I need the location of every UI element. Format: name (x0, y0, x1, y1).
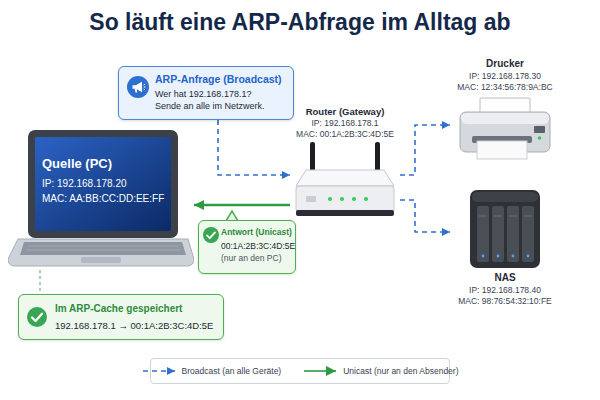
node-text: IP: 192.168.178.1 (290, 118, 400, 128)
connector (39, 270, 40, 294)
nas-device: NASIP: 192.168.178.40MAC: 98:76:54:32:10… (450, 186, 560, 310)
router-front (296, 186, 394, 212)
icon-circle (127, 76, 149, 98)
drive-bay (507, 206, 519, 262)
node-heading: ARP-Anfrage (Broadcast) (155, 73, 282, 86)
diagram-title: So läuft eine ARP-Abfrage im Alltag ab (0, 9, 600, 36)
icon-circle (27, 307, 47, 327)
port (306, 196, 316, 202)
status-led (538, 136, 542, 140)
connector (194, 204, 290, 206)
keyboard (20, 242, 186, 255)
drive-led (512, 255, 515, 258)
node-text: IP: 192.168.178.30 (450, 71, 560, 81)
node-heading: NAS (450, 272, 560, 284)
connector (400, 125, 450, 175)
node-text: MAC: 98:76:54:32:10:FE (450, 296, 560, 306)
router-top (296, 170, 394, 186)
drive-bay (477, 206, 489, 262)
megaphone-icon (127, 76, 149, 98)
node-text: (nur an den PC) (221, 253, 281, 263)
keyboard-rows (26, 246, 180, 250)
router-base (296, 210, 394, 216)
icon-circle (203, 227, 219, 243)
legend-line (143, 370, 175, 372)
node-text: IP: 192.168.178.20 (42, 178, 127, 190)
screen-bezel (28, 130, 178, 238)
legend-item: Unicast (nur an den Absender) (303, 366, 458, 376)
router-device: Router (Gateway)IP: 192.168.178.1MAC: 00… (290, 106, 400, 224)
check-mark (207, 232, 215, 238)
node-text: IP: 192.168.178.40 (450, 285, 560, 295)
connector (400, 200, 450, 232)
megaphone-shape (133, 82, 143, 92)
request-callout: ARP-Anfrage (Broadcast) Wer hat 192.168.1… (118, 66, 294, 120)
legend-line (304, 370, 336, 372)
drive-led (497, 255, 500, 258)
screen (35, 137, 171, 231)
drive-led (482, 255, 485, 258)
source-pc: Quelle (PC) IP: 192.168.178.20MAC: AA:BB:… (8, 128, 194, 270)
connector (218, 120, 290, 175)
control-panel (534, 126, 545, 133)
laptop-base (8, 239, 194, 266)
printer-top (461, 113, 549, 124)
node-heading: Quelle (PC) (42, 156, 112, 172)
megaphone-handle (135, 89, 138, 93)
node-heading: Im ARP-Cache gespeichert (55, 303, 182, 315)
paper-out (477, 141, 527, 159)
legend-line-sample (142, 366, 176, 376)
nas-top (472, 192, 538, 202)
node-heading: Drucker (450, 58, 560, 70)
node-text: Sende an alle im Netzwerk. (155, 101, 265, 112)
legend-text: Broadcast (an alle Geräte) (182, 366, 282, 376)
node-text: Wer hat 192.168.178.1? (155, 89, 251, 100)
check-icon (203, 227, 219, 243)
node-text: 192.168.178.1 → 00:1A:2B:3C:4D:5E (55, 320, 213, 331)
touchpad (81, 257, 121, 263)
node-text: 00:1A:2B:3C:4D:5E (221, 241, 295, 251)
sound-lines (144, 84, 146, 90)
status-led (364, 197, 368, 201)
bay-handles (479, 216, 532, 217)
legend-item: Broadcast (an alle Geräte) (142, 366, 282, 376)
drive-led (527, 255, 530, 258)
reply-callout: Antwort (Unicast) 00:1A:2B:3C:4D:5E (nur a… (198, 220, 296, 274)
legend-line-sample (303, 366, 337, 376)
status-led (328, 197, 332, 201)
drive-bay (492, 206, 504, 262)
status-led (340, 197, 344, 201)
node-text: MAC: AA:BB:CC:DD:EE:FF (42, 193, 164, 205)
node-text: MAC: 00:1A:2B:3C:4D:5E (290, 129, 400, 139)
nas-case (470, 190, 540, 268)
printer-device: DruckerIP: 192.168.178.30MAC: 12:34:56:7… (450, 58, 560, 164)
drive-bay (522, 206, 534, 262)
legend-box: Broadcast (an alle Geräte)Unicast (nur a… (150, 358, 450, 384)
status-led (352, 197, 356, 201)
node-text: MAC: 12:34:56:78:9A:BC (450, 82, 560, 92)
node-heading: Antwort (Unicast) (221, 227, 292, 237)
node-heading: Router (Gateway) (290, 106, 400, 117)
check-icon (27, 307, 47, 327)
arp-cache-box: Im ARP-Cache gespeichert 192.168.178.1 → … (18, 294, 224, 340)
legend-text: Unicast (nur an den Absender) (343, 366, 458, 376)
check-mark (32, 314, 42, 321)
